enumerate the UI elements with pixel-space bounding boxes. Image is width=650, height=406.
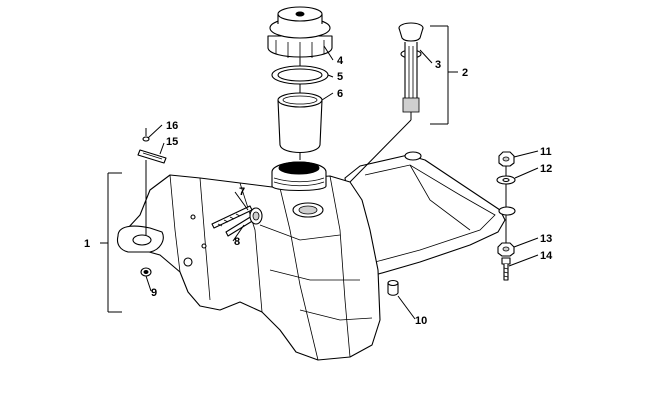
callout-4: 4 — [337, 55, 344, 67]
fuel-cap — [267, 6, 333, 59]
callout-7: 7 — [239, 186, 245, 198]
studs — [211, 205, 263, 237]
callout-9: 9 — [151, 287, 157, 299]
callout-2: 2 — [462, 67, 468, 79]
right-hardware — [496, 151, 516, 281]
fuel-sender — [349, 22, 424, 183]
callout-14: 14 — [540, 250, 553, 262]
filler-strainer — [277, 58, 323, 160]
tank-body — [119, 174, 381, 361]
callout-16: 16 — [166, 120, 178, 132]
callout-1: 1 — [84, 238, 90, 250]
callout-3: 3 — [435, 59, 441, 71]
callout-15: 15 — [166, 136, 178, 148]
callout-6: 6 — [337, 88, 343, 100]
strap-and-rivet — [137, 128, 167, 235]
callout-10: 10 — [415, 315, 427, 327]
leader-lines — [100, 25, 539, 320]
callout-12: 12 — [540, 163, 552, 175]
callout-labels: 1 2 3 4 5 6 7 8 9 10 11 12 13 14 15 16 — [84, 55, 553, 327]
fuel-tank — [116, 151, 516, 361]
callout-5: 5 — [337, 71, 343, 83]
callout-8: 8 — [234, 236, 240, 248]
washer-9 — [140, 267, 152, 277]
cap-gasket — [271, 65, 329, 85]
vent-fitting — [387, 279, 399, 296]
callout-13: 13 — [540, 233, 552, 245]
callout-11: 11 — [540, 146, 552, 158]
